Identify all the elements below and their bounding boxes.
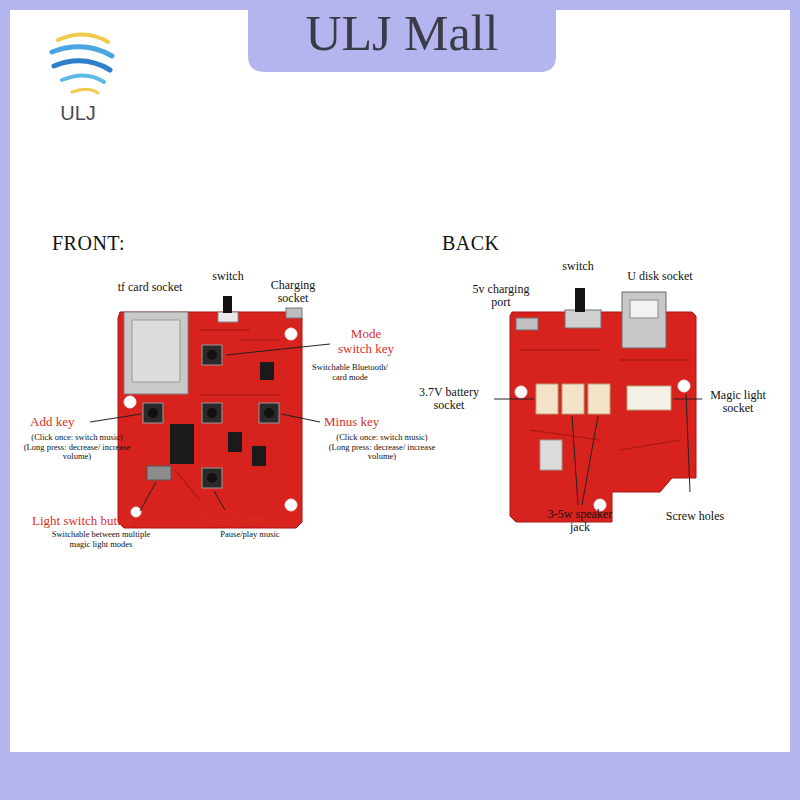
leader-line bbox=[673, 399, 702, 400]
speaker-connector bbox=[562, 384, 584, 414]
label: Mode switch key bbox=[333, 327, 399, 356]
pause-key bbox=[202, 468, 222, 488]
label: Minus key bbox=[324, 415, 404, 430]
label: pause button bbox=[202, 513, 302, 528]
micro-usb bbox=[516, 318, 538, 330]
logo-swirl bbox=[54, 61, 110, 70]
leader-line bbox=[494, 399, 534, 400]
switch-lever bbox=[223, 296, 232, 313]
logo-swirl bbox=[72, 89, 98, 93]
label: BACK bbox=[442, 232, 542, 254]
leader-lines bbox=[494, 394, 702, 505]
front-board bbox=[118, 296, 302, 528]
label: (Click once: switch music) (Long press: … bbox=[20, 433, 134, 462]
logo-mark bbox=[52, 34, 112, 93]
ic-chip bbox=[260, 362, 274, 380]
leader-line bbox=[140, 482, 156, 511]
title-tab bbox=[248, 0, 556, 72]
label: Switchable between multiple magic light … bbox=[44, 530, 158, 549]
center-key bbox=[202, 403, 222, 423]
label: switch bbox=[548, 260, 608, 273]
leader-line bbox=[90, 414, 141, 422]
usb-socket bbox=[622, 292, 666, 348]
leader-line bbox=[226, 344, 330, 355]
ic-chip bbox=[252, 446, 266, 466]
logo-swirl bbox=[62, 75, 104, 82]
logo-swirl bbox=[52, 47, 112, 56]
key-cap bbox=[207, 408, 217, 418]
label: 5v charging port bbox=[465, 283, 537, 310]
pcb-trace bbox=[175, 330, 280, 500]
add-key bbox=[143, 403, 163, 423]
key-cap bbox=[207, 350, 217, 360]
screw-hole bbox=[678, 380, 690, 392]
pad-area bbox=[540, 440, 562, 470]
frame bbox=[5, 5, 795, 795]
key bbox=[143, 345, 279, 488]
logo-swirl bbox=[58, 34, 108, 42]
tf-socket bbox=[124, 312, 188, 394]
leader-line bbox=[686, 394, 690, 492]
switch-housing bbox=[218, 312, 238, 322]
bottom-band bbox=[0, 752, 800, 800]
back-board bbox=[510, 288, 696, 522]
battery-connector bbox=[536, 384, 558, 414]
screw-hole bbox=[285, 328, 297, 340]
key-cap bbox=[148, 408, 158, 418]
label: Add key bbox=[30, 415, 100, 430]
label: (Click once: switch music) (Long press: … bbox=[325, 433, 439, 462]
leader-line bbox=[582, 416, 598, 505]
usb-port bbox=[630, 300, 658, 318]
label: Pause/play music bbox=[205, 530, 295, 540]
mode-key bbox=[202, 345, 222, 365]
light-switch bbox=[147, 466, 171, 480]
ic-chip bbox=[228, 432, 242, 452]
pcb bbox=[118, 312, 302, 528]
label: switch bbox=[198, 270, 258, 283]
pcb-trace bbox=[520, 350, 690, 450]
leader-line bbox=[572, 416, 578, 505]
label: Charging socket bbox=[258, 279, 328, 306]
minus-key bbox=[259, 403, 279, 423]
ic-chip bbox=[170, 424, 194, 464]
speaker-connector bbox=[588, 384, 610, 414]
label: 3-5w speaker jack bbox=[542, 508, 618, 535]
label: tf card socket bbox=[100, 281, 200, 294]
label: Screw holes bbox=[650, 510, 740, 523]
page-title: ULJ Mall bbox=[250, 4, 554, 62]
key-cap bbox=[207, 473, 217, 483]
label: 3.7V battery socket bbox=[404, 386, 494, 413]
leader-lines bbox=[90, 344, 330, 511]
screw-hole bbox=[515, 386, 527, 398]
label: Magic light socket bbox=[704, 389, 772, 416]
leader-line bbox=[214, 491, 225, 510]
charging-socket bbox=[286, 308, 302, 318]
label: ULJ bbox=[48, 102, 108, 124]
screw-hole bbox=[124, 396, 136, 408]
label: Light switch button bbox=[32, 514, 172, 529]
label: FRONT: bbox=[52, 232, 172, 254]
switch-lever bbox=[575, 288, 585, 312]
label: Switchable Bluetooth/ card mode bbox=[306, 363, 394, 382]
screw-hole bbox=[285, 499, 297, 511]
pcb bbox=[510, 312, 696, 522]
key-cap bbox=[264, 408, 274, 418]
switch-housing bbox=[565, 310, 601, 328]
leader-line bbox=[281, 414, 320, 422]
label: U disk socket bbox=[605, 270, 715, 283]
light-connector bbox=[627, 386, 671, 410]
tf-socket-inner bbox=[132, 320, 180, 382]
